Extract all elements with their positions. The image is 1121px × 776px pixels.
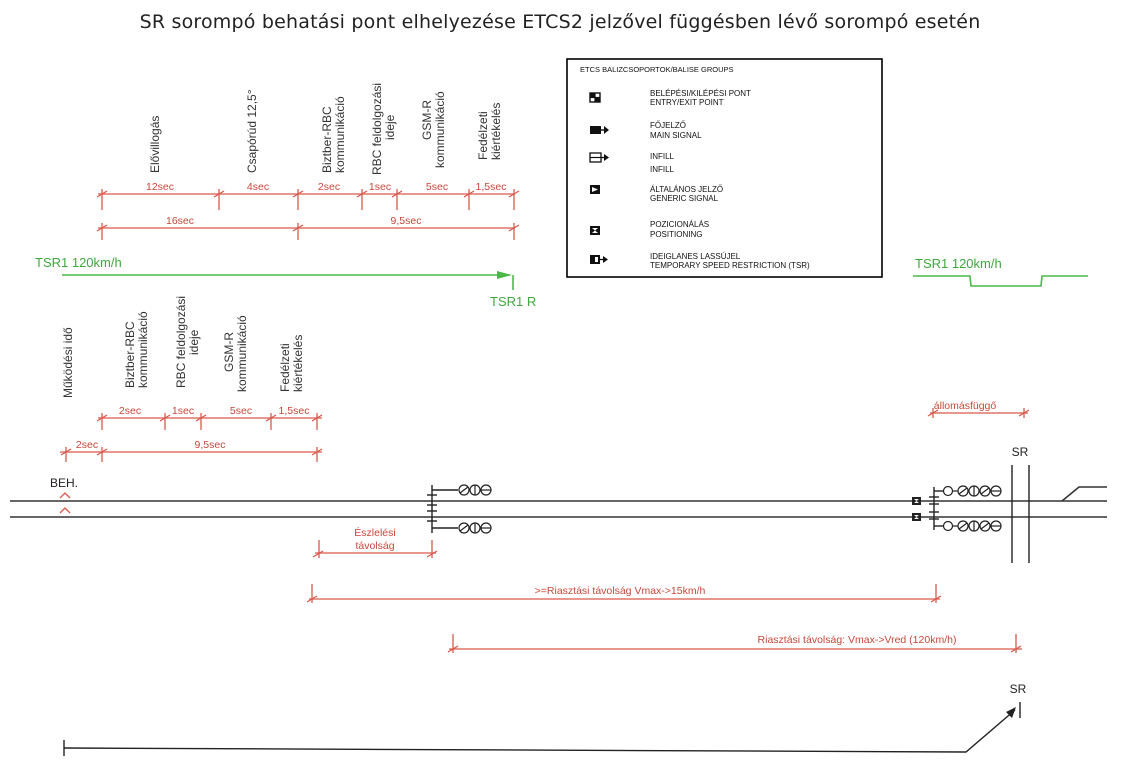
positioning-balise-icon [912, 513, 921, 521]
signal-head-icon [942, 520, 1002, 532]
legend-item-hu: IDEIGLANES LASSÚJEL [650, 252, 741, 261]
upper-phase-label: GSM-R [420, 100, 434, 140]
path-arrow-icon [1006, 707, 1016, 718]
main-signal-icon [590, 126, 609, 134]
upper-segment-label: 1sec [369, 181, 391, 193]
lower-phase-label: RBC feldolgozási [174, 296, 188, 388]
legend-item-en: POSITIONING [650, 230, 702, 239]
lower-phase-label: kommunikáció [136, 311, 150, 388]
legend: ETCS BALIZCSOPORTOK/BALISE GROUPS BELÉPÉ… [566, 58, 883, 278]
upper-phase-label: kiértékelés [489, 103, 503, 160]
upper-segment-label: 5sec [426, 181, 448, 193]
tsr-end-label: TSR1 R [490, 294, 536, 309]
lower-timing: Működési idő Biztber-RBC kommunikáció RB… [60, 296, 323, 462]
upper-segment-label: 1,5sec [476, 181, 507, 193]
legend-item-en: MAIN SIGNAL [650, 131, 702, 140]
upper-segment-label: 4sec [247, 181, 269, 193]
legend-item-hu: POZICIONÁLÁS [650, 220, 709, 229]
lower-total-label: 2sec [76, 439, 98, 451]
upper-total-label: 16sec [166, 215, 194, 227]
tsr-icon [590, 255, 608, 264]
upper-total-label: 9,5sec [391, 215, 422, 227]
bottom-sr-label: SR [1010, 682, 1027, 696]
warning-distance-red-dimension: Riasztási távolság: Vmax->Vred (120km/h) [447, 634, 1022, 653]
legend-title: ETCS BALIZCSOPORTOK/BALISE GROUPS [580, 65, 734, 74]
legend-item-en: TEMPORARY SPEED RESTRICTION (TSR) [650, 261, 810, 270]
detection-distance-label: Észlelési [354, 526, 395, 539]
legend-item-hu: BELÉPÉSI/KILÉPÉSI PONT [650, 89, 751, 98]
signal-head-icon [458, 484, 492, 496]
positioning-icon [590, 226, 600, 235]
diagram-title: SR sorompó behatási pont elhelyezése ETC… [140, 11, 981, 33]
upper-phase-label: Csapórúd 12,5° [245, 89, 259, 173]
infill-icon [589, 152, 609, 163]
legend-box [566, 58, 883, 278]
legend-item-hu: INFILL [650, 152, 675, 161]
entry-exit-point-icon [589, 92, 601, 103]
upper-phase-label: Fedélzeti [476, 111, 490, 160]
legend-item-hu: ÁLTALÁNOS JELZŐ [650, 185, 723, 194]
station-dependent-dimension: állomásfüggő [927, 400, 1030, 418]
lower-segment-ticks [96, 413, 323, 430]
upper-segment-ticks [96, 189, 520, 210]
bottom-path: SR [63, 682, 1027, 756]
tsr-left: TSR1 120km/h TSR1 R [35, 255, 536, 309]
lower-segment-label: 1sec [172, 405, 194, 417]
legend-item-en: GENERIC SIGNAL [650, 194, 719, 203]
lower-phase-label: kommunikáció [235, 315, 249, 392]
generic-signal-icon [590, 185, 600, 194]
tsr-right-label: TSR1 120km/h [915, 256, 1002, 271]
positioning-balise-icon [912, 497, 921, 505]
upper-total-ticks [96, 223, 520, 240]
upper-phase-label: kommunikáció [433, 91, 447, 168]
lower-phase-label: kiértékelés [291, 335, 305, 392]
signal-group-left [427, 485, 458, 533]
tsr-arrow-icon [497, 271, 512, 279]
sr-crossing-label: SR [1012, 445, 1029, 459]
detection-distance-dimension: Észlelési távolság [312, 526, 438, 558]
legend-item-en: ENTRY/EXIT POINT [650, 98, 724, 107]
upper-timing: Elővillogás Csapórúd 12,5° Biztber-RBC k… [96, 83, 520, 240]
upper-phase-label: kommunikáció [333, 96, 347, 173]
tsr-left-label: TSR1 120km/h [35, 255, 122, 270]
upper-phase-label: Elővillogás [148, 116, 162, 173]
path-line [63, 709, 1016, 753]
warning-distance-min-dimension: >=Riasztási távolság Vmax->15km/h [306, 584, 942, 603]
lower-total-label: 9,5sec [195, 439, 226, 451]
lower-segment-label: 1,5sec [279, 405, 310, 417]
lower-total-ticks [60, 447, 323, 462]
signal-head-icon [458, 522, 492, 534]
lower-phase-label: Biztber-RBC [123, 321, 137, 388]
upper-segment-label: 2sec [318, 181, 340, 193]
station-dependent-label: állomásfüggő [934, 400, 997, 412]
beh-marker-icon [59, 492, 71, 499]
lower-phase-label: GSM-R [222, 332, 236, 372]
legend-item-hu: FŐJELZŐ [650, 121, 686, 130]
lower-segment-label: 2sec [119, 405, 141, 417]
lower-phase-label: Fedélzeti [278, 343, 292, 392]
tsr-right: TSR1 120km/h [913, 256, 1088, 287]
lower-phase-label: ideje [187, 329, 201, 355]
track-branch [1061, 486, 1107, 502]
warning-distance-min-label: >=Riasztási távolság Vmax->15km/h [535, 585, 706, 597]
beh-marker-icon [59, 507, 71, 514]
signal-group-right [929, 487, 944, 530]
upper-segment-label: 12sec [146, 181, 174, 193]
signal-head-icon [942, 485, 1002, 497]
tsr-speed-profile [913, 275, 1088, 287]
warning-distance-red-label: Riasztási távolság: Vmax->Vred (120km/h) [758, 634, 957, 646]
lower-segment-label: 5sec [230, 405, 252, 417]
upper-phase-label: RBC feldolgozási [370, 83, 384, 175]
upper-phase-label: Biztber-RBC [320, 106, 334, 173]
beh-label: BEH. [50, 476, 78, 490]
track-layout: BEH. [10, 445, 1107, 563]
upper-phase-label: ideje [383, 114, 397, 140]
detection-distance-label: távolság [355, 540, 394, 552]
lower-phase-label: Működési idő [61, 327, 75, 398]
legend-item-en: INFILL [650, 165, 675, 174]
